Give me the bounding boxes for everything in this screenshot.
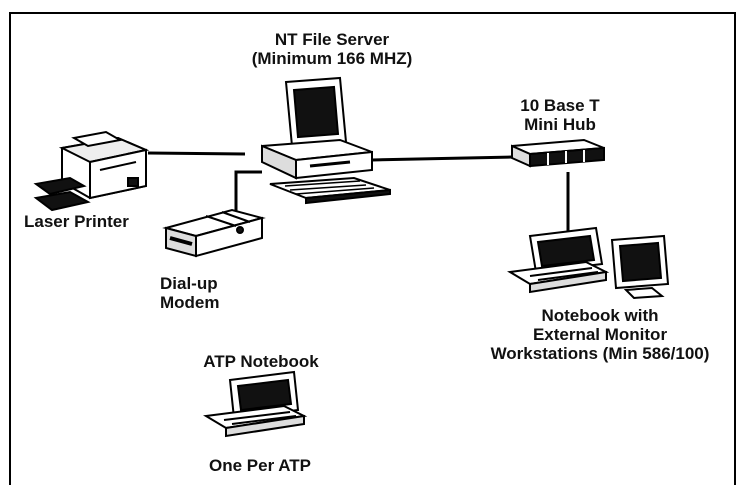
link-printer-server: [147, 151, 246, 156]
atp-notebook-caption-line1: One Per ATP: [208, 456, 312, 475]
hub-label-line1: 10 Base T: [520, 96, 600, 115]
server-label-line2: (Minimum 166 MHZ): [251, 49, 413, 68]
workstation-label-line2: External Monitor: [532, 325, 668, 344]
atp-notebook-caption: One Per ATP: [180, 456, 340, 475]
printer-label: Laser Printer: [24, 212, 129, 231]
hub-label-line2: Mini Hub: [524, 115, 596, 134]
connection-lines: [147, 151, 570, 232]
atp-notebook-title-line1: ATP Notebook: [203, 352, 319, 371]
hub-icon: [511, 138, 605, 168]
diagram-frame: [9, 12, 736, 485]
server-label-line1: NT File Server: [274, 30, 390, 49]
workstation-label: Notebook with External Monitor Workstati…: [462, 306, 738, 363]
server-computer-icon: [261, 76, 391, 205]
atp-notebook-title: ATP Notebook: [186, 352, 336, 371]
hub-label: 10 Base T Mini Hub: [508, 96, 612, 134]
server-label: NT File Server (Minimum 166 MHZ): [238, 30, 426, 68]
printer-label-line1: Laser Printer: [24, 212, 129, 231]
modem-label: Dial-up Modem: [160, 274, 220, 312]
laser-printer-icon: [33, 130, 150, 212]
link-server-hub: [371, 155, 513, 162]
modem-icon: [162, 208, 266, 258]
modem-label-line2: Modem: [160, 293, 220, 312]
notebook-with-monitor-icon: [507, 226, 670, 300]
atp-notebook-icon: [203, 370, 308, 438]
link-modem-server: [234, 170, 262, 213]
workstation-label-line1: Notebook with: [541, 306, 659, 325]
workstation-label-line3: Workstations (Min 586/100): [490, 344, 710, 363]
modem-label-line1: Dial-up: [160, 274, 218, 293]
